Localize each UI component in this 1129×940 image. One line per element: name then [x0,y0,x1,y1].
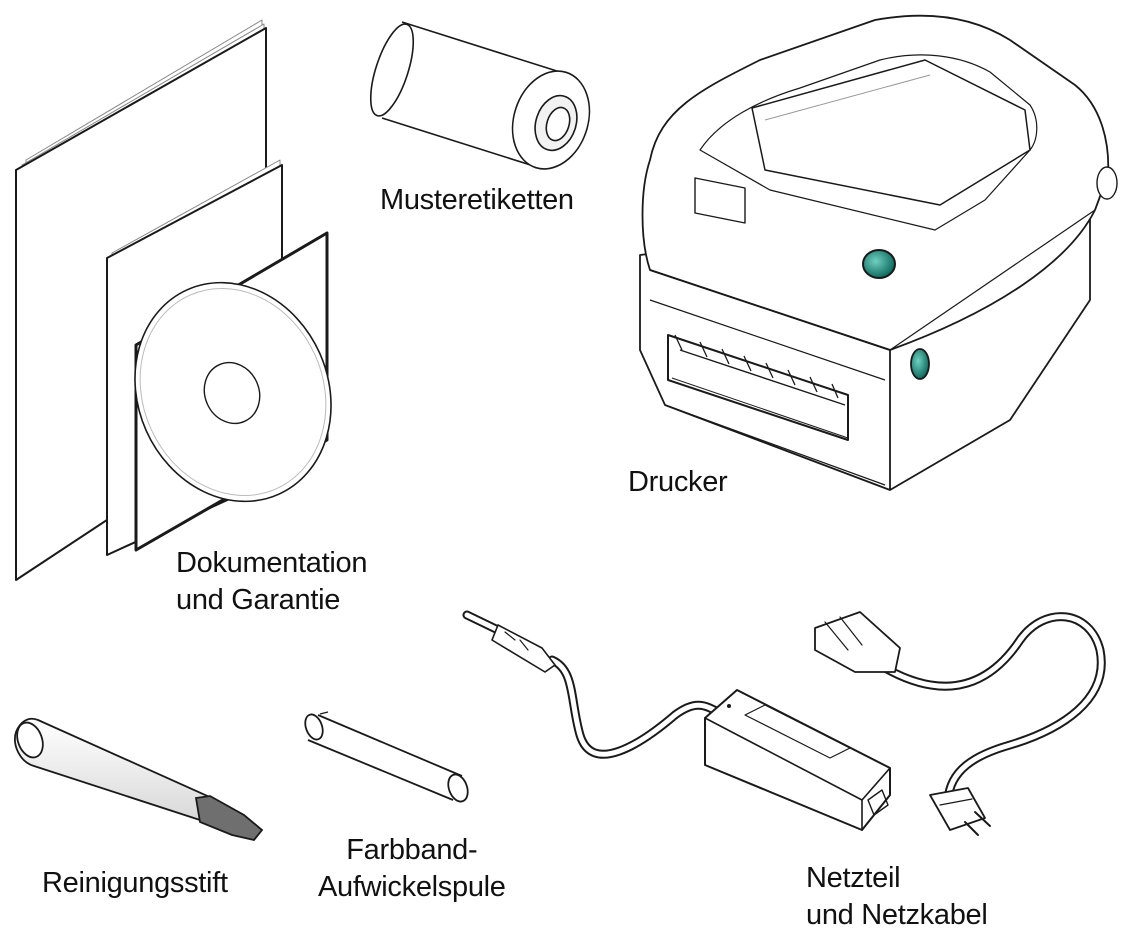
label-ribbon-spool-line2: Aufwickelspule [318,871,506,903]
ribbon-spool-illustration [304,711,469,803]
cleaning-pen-illustration [14,717,264,842]
label-power-supply: Netzteil und Netzkabel [806,860,988,934]
cd-hole [203,361,261,425]
label-sample-labels: Musteretiketten [380,184,574,216]
label-cleaning-pen: Reinigungsstift [42,867,228,899]
label-power-supply-line2: und Netzkabel [806,899,988,931]
label-power-supply-line1: Netzteil [806,862,901,894]
label-roll-illustration [369,21,591,170]
printer-feed-button-icon [862,249,896,279]
label-ribbon-spool: Farbband- Aufwickelspule [318,832,506,906]
printer-illustration [639,14,1118,491]
power-supply-illustration [462,610,1106,836]
label-printer: Drucker [628,466,728,498]
label-documentation: Dokumentation und Garantie [176,545,367,619]
label-documentation-line1: Dokumentation [176,547,368,579]
label-documentation-line2: und Garantie [176,584,341,616]
label-ribbon-spool-line1: Farbband- [346,834,478,866]
documentation-illustration [15,19,332,581]
